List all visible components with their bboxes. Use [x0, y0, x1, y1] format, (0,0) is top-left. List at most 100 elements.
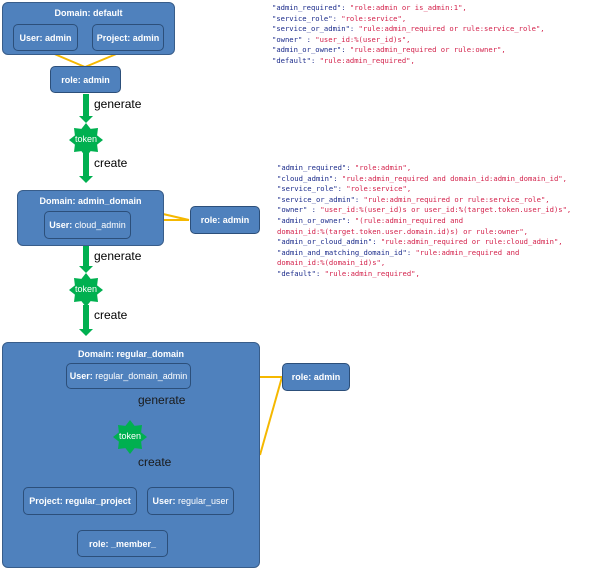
policy-key: "admin_required":	[277, 163, 355, 172]
policy-cloud-code: "admin_required": "role:admin","cloud_ad…	[277, 163, 571, 280]
node-key: role:	[88, 538, 109, 549]
user-cloud-admin-node: User: cloud_admin	[44, 211, 131, 239]
project-admin-node: Project: admin	[92, 24, 164, 51]
node-value: admin	[83, 74, 110, 85]
create-label-3: create	[138, 455, 172, 469]
policy-value: "user_id:%(user_id)s or user_id:%(target…	[320, 205, 572, 215]
policy-line: "default": "rule:admin_required",	[277, 269, 571, 280]
policy-line: "service_role": "role:service",	[272, 14, 545, 25]
policy-key: "owner" :	[272, 34, 316, 44]
policy-line: "service_role": "role:service",	[277, 184, 571, 195]
node-key: User:	[49, 220, 73, 230]
create-arrow-2	[79, 305, 93, 336]
policy-value: "rule:admin_required or rule:cloud_admin…	[380, 237, 563, 247]
policy-value: "(rule:admin_required and	[354, 215, 464, 225]
domain-regular-title: Domain: regular_domain	[77, 349, 185, 359]
token-star-icon-3	[113, 420, 147, 454]
policy-line: "owner" : "user_id:%(user_id)s or user_i…	[277, 205, 571, 216]
policy-value: "role:service",	[346, 184, 412, 194]
policy-line: "admin_required": "role:admin",	[277, 163, 571, 174]
node-value: _member_	[111, 538, 157, 549]
role-admin-node-3: role: admin	[282, 363, 350, 391]
policy-value: domain_id:%(domain_id)s",	[277, 258, 386, 268]
policy-key: "cloud_admin":	[277, 173, 342, 183]
policy-line: "owner" : "user_id:%(user_id)s",	[272, 35, 545, 46]
node-key: User:	[69, 371, 93, 381]
token-star-icon-2	[69, 273, 103, 307]
policy-key: "admin_required":	[272, 3, 350, 12]
node-key: User:	[19, 32, 43, 43]
policy-key: "admin_or_owner":	[277, 215, 355, 225]
domain-admin-title: Domain: admin_domain	[39, 196, 142, 206]
connector-cloud-admin-role-2	[162, 213, 190, 221]
policy-value: domain_id:%(target.token.user.domain.id)…	[277, 226, 528, 236]
generate-arrow-1	[79, 94, 93, 123]
policy-line: "default": "rule:admin_required",	[272, 56, 545, 67]
policy-value: "role:admin or is_admin:1",	[349, 3, 467, 12]
policy-value: "role:admin",	[354, 163, 412, 172]
create-arrow-1	[79, 152, 93, 183]
generate-label-3: generate	[138, 393, 186, 407]
node-value: regular_domain_admin	[95, 371, 188, 381]
user-regular-domain-admin-node: User: regular_domain_admin	[66, 363, 191, 389]
node-key: role:	[200, 215, 221, 225]
policy-line: "cloud_admin": "rule:admin_required and …	[277, 174, 571, 185]
policy-value: "role:service",	[341, 13, 407, 23]
policy-value: "rule:admin_required",	[324, 268, 420, 278]
policy-key: "admin_and_matching_domain_id":	[277, 247, 416, 257]
policy-key: "admin_or_cloud_admin":	[277, 237, 381, 247]
role-admin-node-1: role: admin	[50, 66, 121, 93]
policy-value: "rule:admin_required or rule:service_rol…	[358, 24, 545, 34]
policy-line: "admin_or_owner": "rule:admin_required o…	[272, 45, 545, 56]
token-label-3: token	[118, 431, 142, 441]
policy-line: domain_id:%(domain_id)s",	[277, 258, 571, 269]
user-admin-node: User: admin	[13, 24, 78, 51]
policy-value: "rule:admin_required and domain_id:admin…	[341, 173, 567, 183]
node-value: admin	[222, 215, 250, 225]
generate-label-1: generate	[94, 97, 142, 111]
token-label-1: token	[74, 134, 98, 144]
node-value: admin	[132, 32, 160, 43]
policy-value: "rule:admin_required and	[415, 247, 520, 257]
domain-default-title: Domain: default	[54, 8, 123, 18]
node-key: Project:	[29, 496, 63, 506]
role-member-node: role: _member_	[77, 530, 168, 557]
policy-key: "default":	[272, 55, 320, 65]
node-value: cloud_admin	[74, 220, 126, 230]
node-key: role:	[61, 74, 81, 85]
role-admin-node-2: role: admin	[190, 206, 260, 234]
create-label-2: create	[94, 308, 128, 322]
user-regular-node: User: regular_user	[147, 487, 234, 515]
generate-arrow-2	[79, 246, 93, 273]
policy-key: "service_or_admin":	[272, 24, 359, 34]
policy-key: "service_or_admin":	[277, 194, 364, 204]
policy-default-code: "admin_required": "role:admin or is_admi…	[272, 3, 545, 67]
node-key: role:	[291, 372, 312, 382]
node-value: admin	[313, 372, 341, 382]
policy-value: "rule:admin_required or rule:service_rol…	[363, 194, 550, 204]
policy-line: "service_or_admin": "rule:admin_required…	[277, 195, 571, 206]
node-value: regular_project	[65, 496, 131, 506]
node-value: regular_user	[178, 496, 229, 506]
token-label-2: token	[74, 284, 98, 294]
policy-line: domain_id:%(target.token.user.domain.id)…	[277, 227, 571, 238]
policy-line: "admin_or_owner": "(rule:admin_required …	[277, 216, 571, 227]
policy-line: "service_or_admin": "rule:admin_required…	[272, 24, 545, 35]
policy-key: "default":	[277, 268, 325, 278]
policy-line: "admin_or_cloud_admin": "rule:admin_requ…	[277, 237, 571, 248]
policy-line: "admin_and_matching_domain_id": "rule:ad…	[277, 248, 571, 259]
policy-line: "admin_required": "role:admin or is_admi…	[272, 3, 545, 14]
policy-key: "service_role":	[277, 184, 347, 194]
generate-label-2: generate	[94, 249, 142, 263]
node-key: Project:	[96, 32, 131, 43]
policy-key: "service_role":	[272, 13, 342, 23]
create-label-1: create	[94, 156, 128, 170]
policy-value: "rule:admin_required",	[319, 55, 415, 65]
policy-key: "admin_or_owner":	[272, 45, 350, 55]
node-key: User:	[152, 496, 176, 506]
policy-key: "owner" :	[277, 205, 321, 215]
project-regular-node: Project: regular_project	[23, 487, 137, 515]
node-value: admin	[45, 32, 72, 43]
policy-value: "user_id:%(user_id)s",	[315, 34, 411, 44]
connector-domain-role	[259, 376, 283, 456]
